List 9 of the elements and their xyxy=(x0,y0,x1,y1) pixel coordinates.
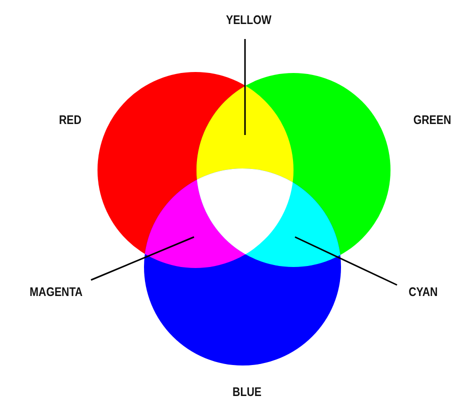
leader-line xyxy=(244,39,246,135)
color-label: GREEN xyxy=(413,113,452,127)
color-label: BLUE xyxy=(232,385,261,399)
color-label: CYAN xyxy=(409,285,438,299)
color-label: RED xyxy=(58,113,82,127)
leader-line xyxy=(294,236,398,286)
leader-line xyxy=(90,236,194,281)
color-label: YELLOW xyxy=(226,13,272,27)
color-label: MAGENTA xyxy=(29,285,82,299)
